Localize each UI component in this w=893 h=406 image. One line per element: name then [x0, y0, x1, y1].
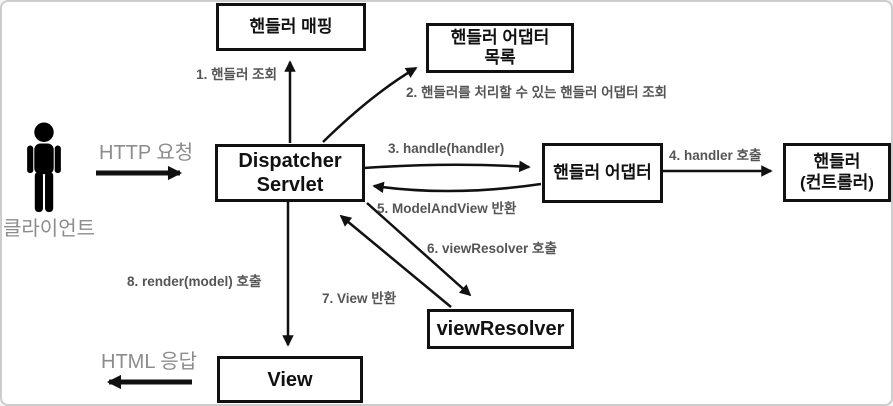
- handler-adapter-list-box: 핸들러 어댑터 목록: [426, 23, 574, 73]
- handler-adapter-label: 핸들러 어댑터: [553, 162, 652, 182]
- client-person-icon: [27, 122, 61, 212]
- step1-label: 1. 핸들러 조회: [196, 67, 277, 82]
- step3-label: 3. handle(handler): [388, 141, 505, 156]
- handler-adapter-list-line2: 목록: [484, 48, 516, 67]
- step6-viewresolver-call-arrow: [366, 202, 472, 297]
- handler-controller-box: 핸들러 (컨트롤러): [783, 143, 891, 202]
- step2-adapter-lookup-arrow: [322, 66, 418, 143]
- handler-mapping-label: 핸들러 매핑: [249, 16, 333, 36]
- view-resolver-label: viewResolver: [436, 318, 565, 340]
- step2-label: 2. 핸들러를 처리할 수 있는 핸들러 어댑터 조회: [406, 85, 668, 100]
- step8-label: 8. render(model) 호출: [127, 274, 262, 289]
- view-box: View: [217, 356, 363, 403]
- handler-mapping-box: 핸들러 매핑: [216, 3, 366, 51]
- dispatcher-servlet-line1: Dispatcher: [238, 150, 342, 172]
- step7-label: 7. View 반환: [322, 291, 397, 306]
- step5-modelandview-arrow: [372, 181, 542, 194]
- step5-label: 5. ModelAndView 반환: [377, 201, 517, 216]
- step4-label: 4. handler 호출: [669, 148, 762, 163]
- step6-label: 6. viewResolver 호출: [427, 241, 557, 256]
- step3-handle-arrow: [363, 160, 531, 173]
- dispatcher-servlet-box: Dispatcher Servlet: [215, 144, 365, 202]
- html-response-label: HTML 응답: [101, 351, 198, 373]
- client-label: 클라이언트: [3, 218, 95, 240]
- dispatcher-servlet-line2: Servlet: [256, 174, 324, 196]
- handler-controller-line2: (컨트롤러): [800, 172, 874, 192]
- handler-controller-line1: 핸들러: [813, 152, 861, 172]
- http-request-label: HTTP 요청: [99, 142, 194, 164]
- view-label: View: [267, 368, 313, 391]
- step7-view-return-arrow: [339, 214, 452, 308]
- handler-adapter-box: 핸들러 어댑터: [542, 143, 663, 203]
- handler-adapter-list-line1: 핸들러 어댑터: [450, 27, 550, 47]
- view-resolver-box: viewResolver: [427, 309, 574, 349]
